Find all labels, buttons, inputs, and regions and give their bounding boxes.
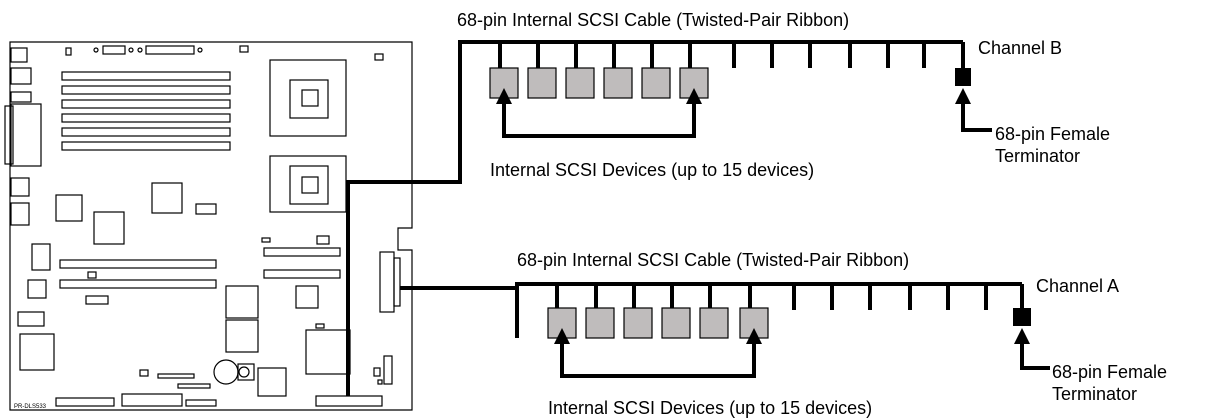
channel-b-cable-label: 68-pin Internal SCSI Cable (Twisted-Pair… — [457, 10, 849, 30]
scsi-device — [641, 67, 671, 99]
channel-a-devices — [547, 307, 769, 339]
channel-b: 68-pin Internal SCSI Cable (Twisted-Pair… — [346, 10, 1110, 396]
scsi-device — [585, 307, 615, 339]
scsi-device — [623, 307, 653, 339]
scsi-device — [603, 67, 633, 99]
scsi-device — [699, 307, 729, 339]
channel-b-cable-taps — [498, 42, 965, 72]
channel-a-devices-bracket — [554, 328, 762, 378]
channel-a-terminator-label-2: Terminator — [1052, 384, 1137, 404]
board-outline — [9, 41, 413, 411]
channel-b-terminator — [955, 68, 992, 132]
channel-a-terminator — [1013, 308, 1050, 370]
channel-b-cable — [346, 40, 963, 396]
board-model-label: PR-DLS533 — [14, 404, 47, 410]
channel-b-devices-label: Internal SCSI Devices (up to 15 devices) — [490, 160, 814, 180]
channel-a-cable — [515, 282, 1022, 338]
channel-b-label: Channel B — [978, 38, 1062, 58]
channel-a-cable-label: 68-pin Internal SCSI Cable (Twisted-Pair… — [517, 250, 909, 270]
motherboard: PR-DLS533 — [4, 41, 413, 411]
channel-b-devices-bracket — [496, 88, 702, 138]
channel-a: 68-pin Internal SCSI Cable (Twisted-Pair… — [400, 250, 1167, 418]
channel-a-devices-label: Internal SCSI Devices (up to 15 devices) — [548, 398, 872, 418]
channel-b-terminator-label-2: Terminator — [995, 146, 1080, 166]
channel-a-label: Channel A — [1036, 276, 1119, 296]
channel-b-terminator-label-1: 68-pin Female — [995, 124, 1110, 144]
channel-b-devices — [489, 67, 709, 99]
channel-a-terminator-label-1: 68-pin Female — [1052, 362, 1167, 382]
scsi-device — [527, 67, 557, 99]
scsi-device — [661, 307, 691, 339]
scsi-device — [565, 67, 595, 99]
channel-a-cable-taps — [555, 284, 1024, 312]
